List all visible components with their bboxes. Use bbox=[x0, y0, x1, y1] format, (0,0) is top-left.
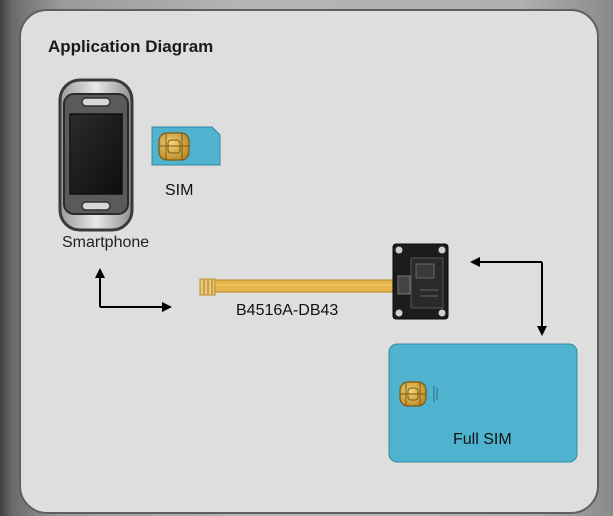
flex-cable-icon bbox=[199, 278, 399, 296]
adapter-label: B4516A-DB43 bbox=[236, 302, 339, 319]
arrow-phone-to-cable bbox=[95, 268, 172, 312]
full-sim-label: Full SIM bbox=[453, 431, 512, 448]
smartphone-label: Smartphone bbox=[62, 234, 150, 251]
sim-label: SIM bbox=[165, 182, 194, 199]
arrow-adapter-to-full-sim bbox=[470, 257, 547, 336]
diagram-title: Application Diagram bbox=[48, 37, 214, 56]
full-sim-card-icon bbox=[388, 343, 578, 463]
sim-card-icon bbox=[151, 126, 221, 166]
smartphone-icon bbox=[58, 78, 134, 232]
adapter-board-icon bbox=[392, 243, 449, 320]
